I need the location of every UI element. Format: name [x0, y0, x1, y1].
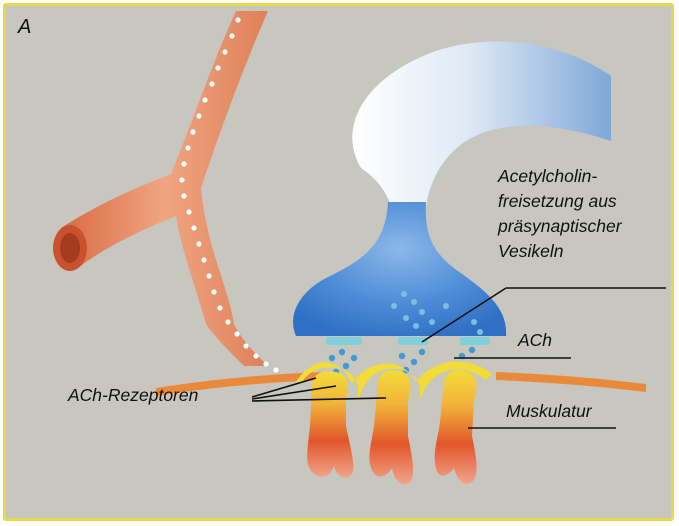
release-label-line-1: Acetylcholin-	[498, 164, 622, 189]
muscle-label: Muskulatur	[506, 399, 592, 424]
release-label-line-2: freisetzung aus	[498, 189, 622, 214]
release-label: Acetylcholin- freisetzung aus präsynapti…	[498, 164, 622, 264]
blood-vessel	[53, 11, 268, 366]
axon-terminal	[293, 202, 506, 336]
ach-label: ACh	[518, 328, 552, 353]
release-sites	[326, 337, 490, 345]
muscle-membrane-right	[496, 372, 646, 392]
junctional-fold-2	[369, 370, 413, 484]
release-label-line-4: Vesikeln	[498, 239, 622, 264]
receptors-label: ACh-Rezeptoren	[68, 383, 198, 408]
figure-frame: A Acetylcholin- freisetzung aus präsynap…	[3, 3, 674, 521]
release-label-line-3: präsynaptischer	[498, 214, 622, 239]
junctional-fold-3	[435, 370, 477, 484]
panel-letter: A	[18, 16, 31, 39]
